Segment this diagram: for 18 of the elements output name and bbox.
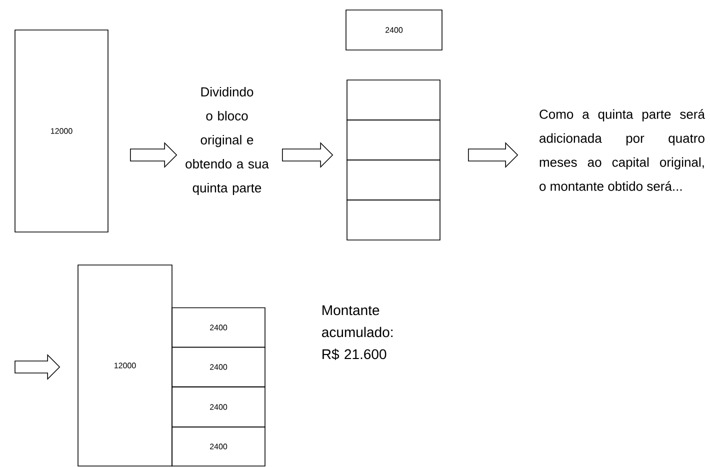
number-box: 2400: [172, 426, 266, 466]
block-arrow: [130, 142, 178, 168]
number-box: 2400: [172, 346, 266, 388]
number-box: 2400: [346, 10, 442, 50]
empty-box: [346, 200, 440, 240]
block-arrow: [14, 354, 60, 380]
empty-box: [346, 120, 440, 160]
empty-box: [346, 80, 440, 120]
caption-text: Como a quinta parte será adicionada por quatro meses ao capital original, o montante obtido será...: [540, 109, 705, 191]
number-box: 12000: [14, 30, 108, 232]
caption-text: Dividindo o bloco original e obtendo a sua quinta parte: [186, 86, 269, 196]
result-text: Montante acumulado: R$ 21.600: [322, 305, 392, 360]
number-box: 2400: [172, 307, 266, 348]
empty-box: [346, 160, 440, 200]
block-arrow: [282, 142, 334, 168]
number-box: 2400: [172, 386, 266, 428]
block-arrow: [468, 142, 518, 168]
number-box: 12000: [78, 264, 172, 466]
